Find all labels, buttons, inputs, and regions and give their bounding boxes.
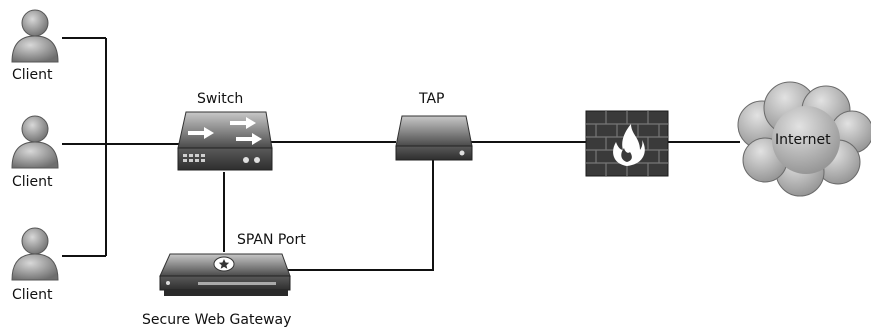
switch-icon <box>177 111 273 171</box>
connection-lines <box>62 37 740 271</box>
firewall-icon <box>585 110 669 177</box>
tap-icon <box>395 115 473 161</box>
client-label: Client <box>12 67 53 83</box>
span-port-label: SPAN Port <box>237 232 306 248</box>
link-tap-gateway <box>286 160 434 271</box>
internet-label: Internet <box>775 132 831 148</box>
flame-icon <box>613 124 645 166</box>
client-icon <box>11 115 59 169</box>
gateway-label: Secure Web Gateway <box>142 312 292 328</box>
client-icon <box>11 9 59 63</box>
gateway-icon <box>159 253 291 296</box>
switch-label: Switch <box>197 91 244 107</box>
client-label: Client <box>12 174 53 190</box>
client-icon <box>11 227 59 281</box>
tap-label: TAP <box>419 91 445 107</box>
client-label: Client <box>12 287 53 303</box>
cloud-icon <box>737 81 871 197</box>
